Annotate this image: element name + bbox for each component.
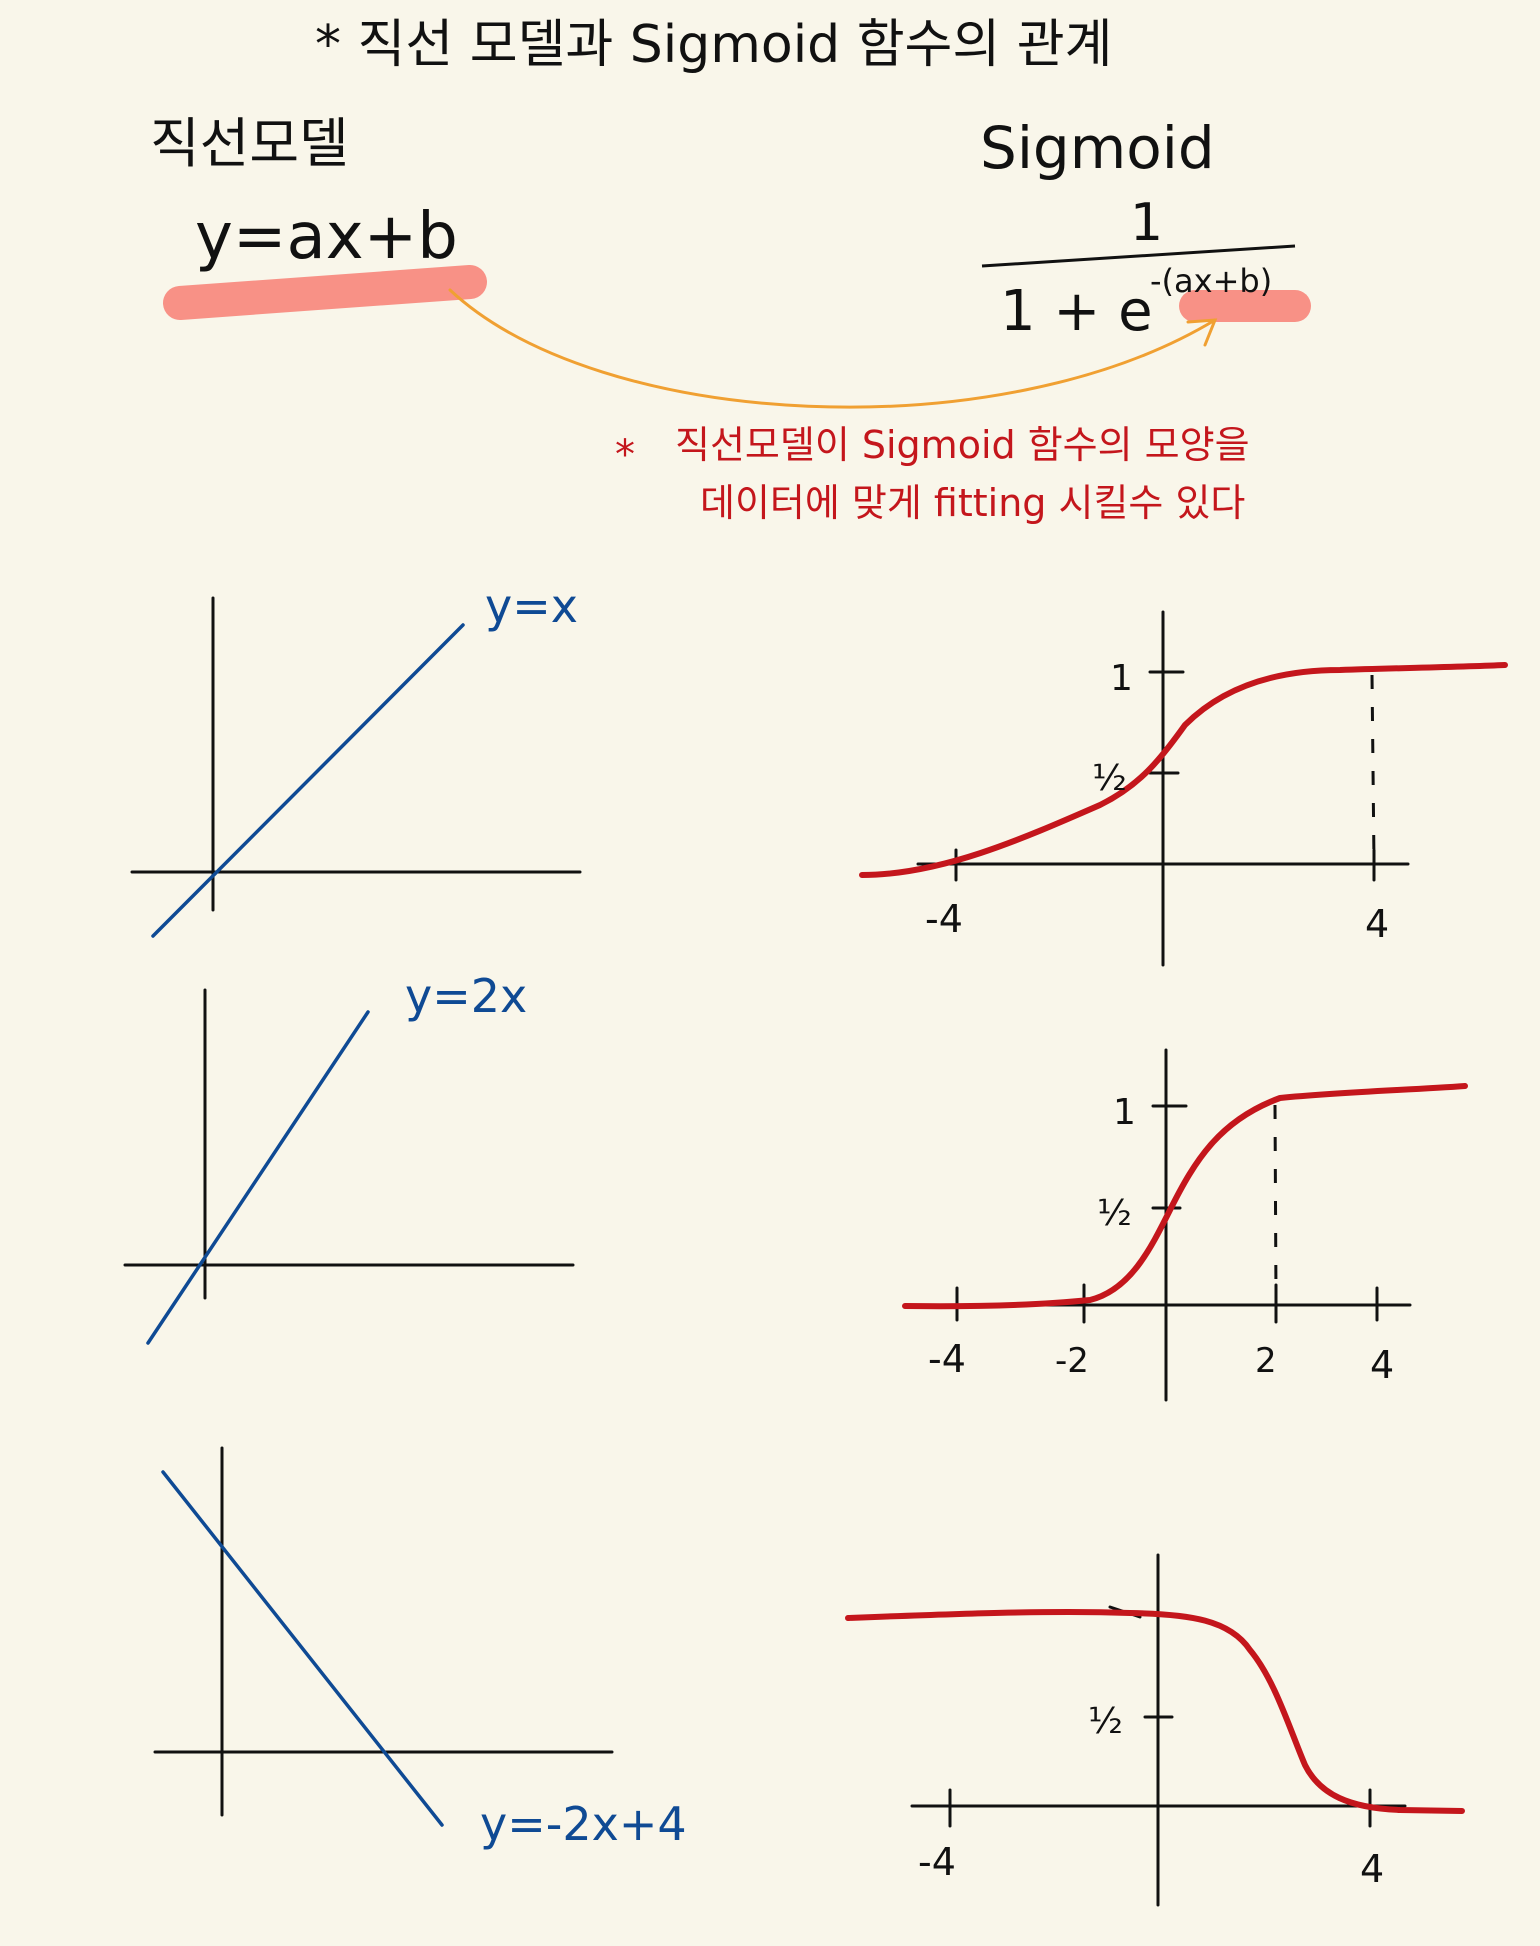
linear-formula: y=ax+b bbox=[195, 200, 458, 274]
line-y-equals-x bbox=[151, 623, 465, 938]
label-y-half: ½ bbox=[1088, 1701, 1123, 1742]
label-x-pos4: 4 bbox=[1360, 1847, 1384, 1891]
sigmoid-denominator: 1 + e bbox=[1000, 279, 1153, 344]
note-line-1: 직선모델이 Sigmoid 함수의 모양을 bbox=[675, 423, 1250, 467]
relation-arrow bbox=[448, 288, 1217, 409]
label-x-pos4: 4 bbox=[1370, 1343, 1394, 1387]
label-x-pos2: 2 bbox=[1255, 1341, 1277, 1381]
sigmoid-graph-3: ½ -4 4 bbox=[845, 1553, 1465, 1907]
left-header: 직선모델 bbox=[150, 112, 349, 175]
linear-graph-2: y=2x bbox=[123, 969, 575, 1345]
label-y-half: ½ bbox=[1097, 1193, 1132, 1234]
fraction-bar bbox=[981, 244, 1296, 268]
guide-dashed bbox=[1273, 1104, 1278, 1299]
line-y-equals-2x bbox=[146, 1010, 370, 1345]
note-star: * bbox=[615, 432, 635, 478]
linear-graph-3: y=-2x+4 bbox=[153, 1446, 687, 1851]
sigmoid-graph-1: 1 ½ -4 4 bbox=[859, 610, 1508, 967]
page-title: * 직선 모델과 Sigmoid 함수의 관계 bbox=[315, 15, 1112, 75]
line-label: y=2x bbox=[405, 969, 527, 1023]
sigmoid-exponent: -(ax+b) bbox=[1150, 262, 1272, 300]
label-y-half: ½ bbox=[1092, 758, 1127, 799]
line-y-equals-neg2x-plus4 bbox=[161, 1470, 444, 1827]
sigmoid-numerator: 1 bbox=[1130, 193, 1163, 253]
note-line-2: 데이터에 맞게 fitting 시킬수 있다 bbox=[700, 481, 1245, 525]
relation-arrowhead bbox=[1186, 318, 1218, 347]
linear-highlight bbox=[163, 265, 487, 320]
label-x-neg4: -4 bbox=[928, 1337, 966, 1381]
linear-graph-1: y=x bbox=[130, 579, 582, 938]
label-y-one: 1 bbox=[1113, 1092, 1136, 1133]
label-x-neg4: -4 bbox=[918, 1840, 956, 1884]
sigmoid-graph-2: 1 ½ -4 -2 2 4 bbox=[902, 1048, 1468, 1402]
line-label: y=-2x+4 bbox=[480, 1797, 687, 1851]
label-x-neg4: -4 bbox=[925, 897, 963, 941]
sigmoid-curve bbox=[845, 1608, 1465, 1814]
line-label: y=x bbox=[485, 579, 578, 633]
right-header: Sigmoid bbox=[980, 114, 1215, 182]
label-x-pos4: 4 bbox=[1365, 902, 1389, 946]
guide-dashed bbox=[1370, 674, 1376, 863]
label-x-neg2: -2 bbox=[1055, 1341, 1089, 1381]
sigmoid-curve bbox=[902, 1083, 1468, 1310]
sigmoid-curve bbox=[859, 662, 1508, 878]
label-y-one: 1 bbox=[1110, 658, 1133, 699]
